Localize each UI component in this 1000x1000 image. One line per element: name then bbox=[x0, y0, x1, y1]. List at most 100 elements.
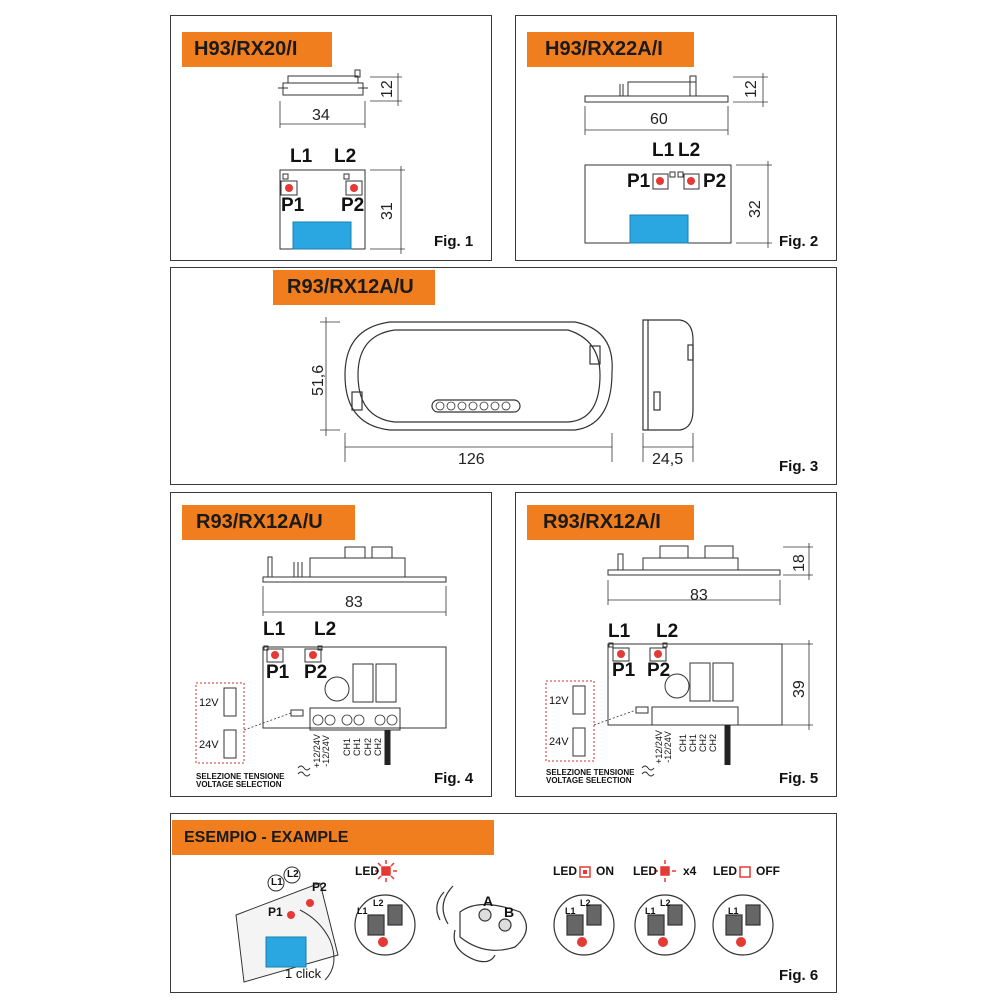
fig2-side-view bbox=[584, 75, 729, 103]
model-tag-fig5: R93/RX12A/I bbox=[527, 505, 694, 540]
remote-key-b-label: B bbox=[504, 904, 515, 920]
fig3-depth-label: 24,5 bbox=[652, 451, 683, 468]
fig5-24v-label: 24V bbox=[549, 736, 569, 748]
closeup-step4 bbox=[712, 894, 774, 956]
model-tag-fig2: H93/RX22A/I bbox=[527, 32, 694, 67]
closeup4-l1: L1 bbox=[728, 906, 739, 916]
fig1-width-label: 34 bbox=[312, 107, 330, 124]
fig5-antenna-icon bbox=[724, 725, 731, 765]
fig3-housing-top bbox=[344, 321, 613, 431]
fig5-note-en: VOLTAGE SELECTION bbox=[546, 776, 632, 785]
remote-key-a-label: A bbox=[483, 893, 494, 909]
fig1-connector-icon bbox=[292, 221, 352, 250]
fig2-board-height-label: 32 bbox=[747, 200, 764, 218]
fig4-width-label: 83 bbox=[345, 594, 363, 611]
fig2-btn1-label: P1 bbox=[627, 171, 651, 192]
fig6-p2-button-icon bbox=[306, 899, 314, 907]
fig5-board bbox=[607, 642, 783, 726]
fig5-caption: Fig. 5 bbox=[779, 770, 819, 787]
led-x4-label: LED bbox=[633, 864, 657, 878]
fig5-side-view bbox=[607, 545, 781, 576]
led-on-state: ON bbox=[596, 864, 614, 878]
fig4-caption: Fig. 4 bbox=[434, 770, 474, 787]
fig1-led1-label: L1 bbox=[290, 146, 313, 167]
led-on-icon bbox=[579, 866, 591, 878]
fig5-btn2-label: P2 bbox=[647, 660, 671, 681]
fig2-height-label: 12 bbox=[743, 80, 760, 98]
fig4-side-view bbox=[262, 546, 447, 583]
click-label: 1 click bbox=[285, 966, 322, 981]
fig2-led1-label: L1 bbox=[652, 140, 675, 161]
closeup-step2 bbox=[553, 894, 615, 956]
fig1-side-view bbox=[278, 69, 368, 96]
fig1-caption: Fig. 1 bbox=[434, 233, 474, 250]
fig3-terminal-screws bbox=[435, 401, 511, 411]
led-off-state: OFF bbox=[756, 864, 780, 878]
model-tag-fig4: R93/RX12A/U bbox=[182, 505, 355, 540]
fig5-led2-label: L2 bbox=[656, 621, 679, 642]
led-blink-icon bbox=[375, 860, 397, 882]
closeup2-l2: L2 bbox=[580, 898, 591, 908]
fig1-p2-button-icon bbox=[350, 184, 358, 192]
fig1-btn2-label: P2 bbox=[341, 195, 365, 216]
example-tag: ESEMPIO - EXAMPLE bbox=[172, 820, 494, 855]
fig3-caption: Fig. 3 bbox=[779, 458, 819, 475]
fig6-p2-label: P2 bbox=[312, 880, 327, 894]
fig5-btn1-label: P1 bbox=[612, 660, 636, 681]
fig4-led1-label: L1 bbox=[263, 619, 286, 640]
fig6-p1-button-icon bbox=[287, 911, 295, 919]
fig4-btn1-label: P1 bbox=[266, 662, 290, 683]
fig5-p2-button-icon bbox=[654, 650, 662, 658]
fig1-led2-label: L2 bbox=[334, 146, 357, 167]
remote-illustration bbox=[436, 885, 527, 963]
fig5-width-label: 83 bbox=[690, 587, 708, 604]
fig1-p1-button-icon bbox=[285, 184, 293, 192]
fig2-p2-button-icon bbox=[687, 177, 695, 185]
fig6-caption: Fig. 6 bbox=[779, 967, 819, 984]
closeup-step3 bbox=[634, 894, 696, 956]
closeup3-l2: L2 bbox=[660, 898, 671, 908]
fig5-note-it: SELEZIONE TENSIONE bbox=[546, 768, 635, 777]
fig2-btn2-label: P2 bbox=[703, 171, 727, 192]
closeup1-l2: L2 bbox=[373, 898, 384, 908]
fig4-p1-button-icon bbox=[271, 651, 279, 659]
closeup1-l1: L1 bbox=[357, 906, 368, 916]
led-x4-count: x4 bbox=[683, 864, 697, 878]
fig4-note-en: VOLTAGE SELECTION bbox=[196, 780, 282, 789]
fig6-board-illustration bbox=[235, 866, 339, 983]
led-on-label: LED bbox=[553, 864, 577, 878]
fig2-connector-icon bbox=[629, 214, 689, 244]
led-off-icon bbox=[739, 866, 751, 878]
fig5-voltage-selector bbox=[545, 680, 595, 762]
fig6-l1-label: L1 bbox=[271, 877, 283, 888]
fig4-terminal-screws bbox=[312, 714, 398, 726]
fig4-p2-button-icon bbox=[309, 651, 317, 659]
fig4-btn2-label: P2 bbox=[304, 662, 328, 683]
fig4-tilde-icon bbox=[297, 765, 311, 777]
fig4-12v-label: 12V bbox=[199, 697, 219, 709]
fig4-led2-label: L2 bbox=[314, 619, 337, 640]
fig1-btn1-label: P1 bbox=[281, 195, 305, 216]
fig5-p1-button-icon bbox=[617, 650, 625, 658]
led-blink-x4-icon bbox=[654, 860, 676, 882]
fig5-led1-label: L1 bbox=[608, 621, 631, 642]
fig4-note-it: SELEZIONE TENSIONE bbox=[196, 772, 285, 781]
closeup2-l1: L1 bbox=[565, 906, 576, 916]
fig3-width-label: 126 bbox=[458, 451, 485, 468]
fig5-12v-label: 12V bbox=[549, 695, 569, 707]
fig4-voltage-selector bbox=[195, 682, 245, 764]
fig5-height-label: 18 bbox=[791, 554, 808, 572]
fig2-p1-button-icon bbox=[656, 177, 664, 185]
fig4-antenna-icon bbox=[384, 730, 391, 765]
fig5-tilde-icon bbox=[641, 765, 655, 777]
fig6-p1-label: P1 bbox=[268, 905, 283, 919]
closeup3-l1: L1 bbox=[645, 906, 656, 916]
fig6-l2-label: L2 bbox=[287, 869, 299, 880]
model-tag-fig1: H93/RX20/I bbox=[182, 32, 332, 67]
